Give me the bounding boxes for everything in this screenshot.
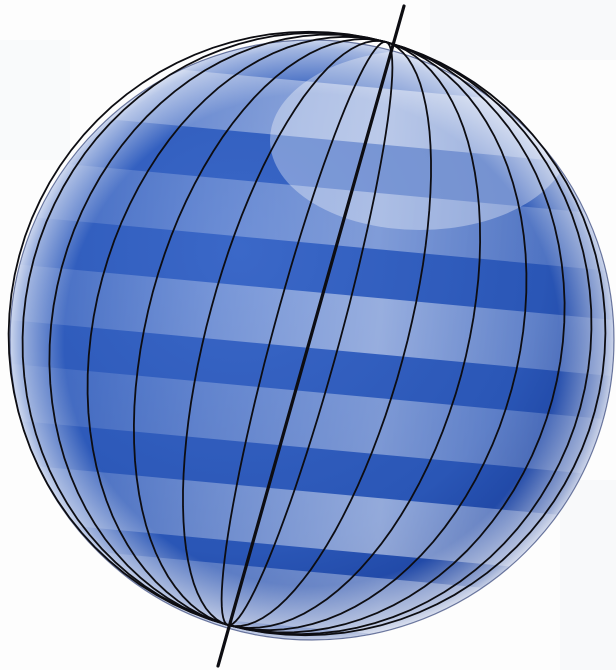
globe-figure — [0, 0, 616, 670]
globe-diagram — [0, 0, 616, 670]
